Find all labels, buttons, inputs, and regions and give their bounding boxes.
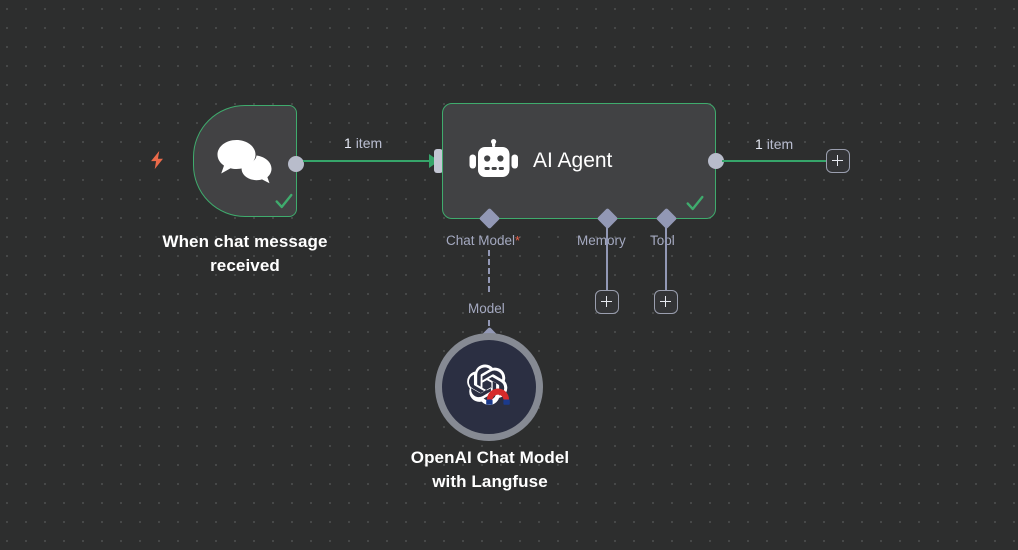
connection-unit: item: [766, 136, 794, 152]
sub-endpoint-label-model: Model: [468, 301, 505, 316]
agent-output-port[interactable]: [708, 153, 724, 169]
chat-bubbles-glyph: [217, 140, 272, 184]
node-openai-chat-model[interactable]: [435, 333, 543, 441]
sub-label-text: Memory: [577, 233, 626, 248]
node-label-ai-agent: AI Agent: [533, 149, 613, 172]
connection-unit: item: [355, 135, 383, 151]
add-memory-button[interactable]: [595, 290, 619, 314]
connection-label-trigger-to-agent: 1 item: [344, 135, 382, 151]
connection-count: 1: [755, 136, 763, 152]
sub-connection-tool: [664, 222, 668, 292]
sub-label-text: Chat Model: [446, 233, 516, 248]
sub-connection-memory: [605, 222, 609, 292]
connection-agent-to-next[interactable]: [722, 160, 826, 163]
required-asterisk: *: [515, 233, 521, 248]
agent-status-check-icon: [684, 192, 706, 214]
agent-input-port[interactable]: [434, 149, 443, 173]
lightning-bolt-glyph: [151, 150, 163, 170]
add-node-button-after-agent[interactable]: [826, 149, 850, 173]
trigger-output-port[interactable]: [288, 156, 304, 172]
connection-count: 1: [344, 135, 352, 151]
node-title-openai-chat-model: OpenAI Chat Model with Langfuse: [410, 448, 570, 491]
node-title-when-chat-message-received: When chat message received: [162, 232, 328, 275]
chat-bubbles-icon: [215, 137, 275, 185]
add-tool-button[interactable]: [654, 290, 678, 314]
sub-connector-label-tool: Tool: [650, 233, 675, 248]
robot-glyph: [469, 139, 518, 177]
robot-icon: [467, 139, 521, 183]
sub-label-text: Tool: [650, 233, 675, 248]
openai-langfuse-glyph: [467, 364, 510, 405]
sub-connector-label-memory: Memory: [577, 233, 626, 248]
node-when-chat-message-received[interactable]: [193, 105, 304, 217]
connection-label-agent-to-next: 1 item: [755, 136, 793, 152]
check-glyph: [275, 193, 293, 209]
trigger-status-check-icon: [273, 190, 295, 212]
sub-connection-chat-model-upper: [488, 250, 490, 292]
connection-trigger-to-agent[interactable]: [303, 160, 433, 163]
node-ai-agent[interactable]: AI Agent: [442, 103, 716, 219]
lightning-bolt-icon: [146, 146, 168, 174]
sub-connector-label-chat-model: Chat Model*: [446, 233, 520, 248]
check-glyph: [686, 195, 704, 211]
openai-langfuse-icon: [463, 361, 515, 413]
